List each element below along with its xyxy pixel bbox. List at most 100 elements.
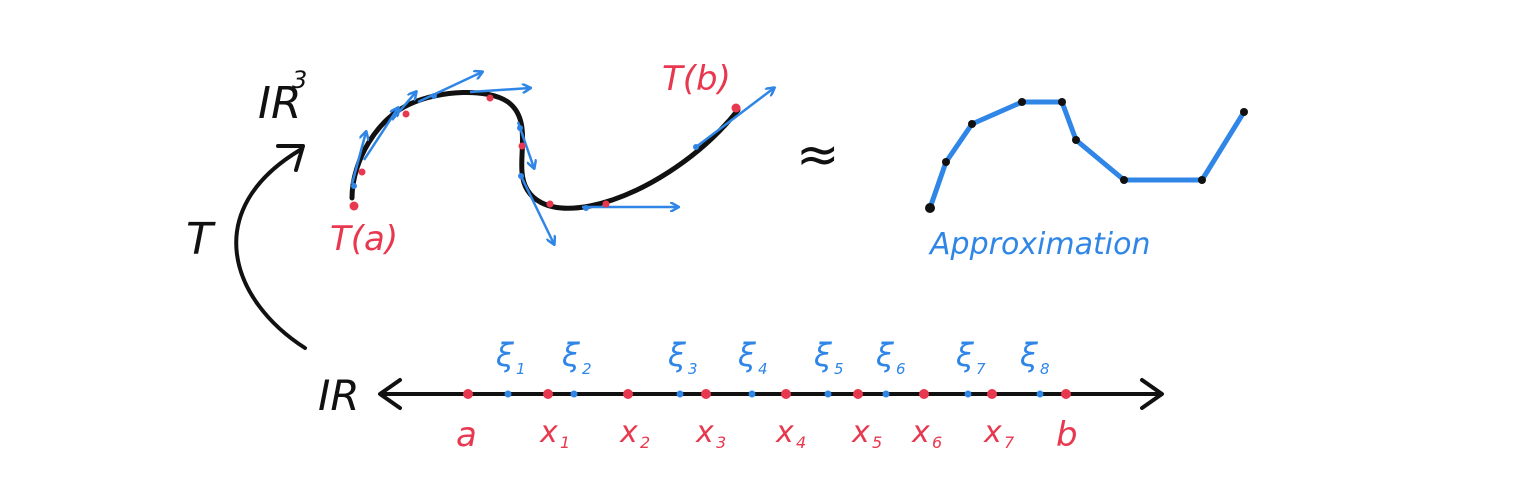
curve-point-start <box>349 201 359 211</box>
partition-label: x <box>775 415 794 450</box>
sample-subscript: 4 <box>758 360 768 378</box>
r3-exponent: 3 <box>292 66 307 94</box>
partition-point <box>623 389 633 399</box>
curve-point <box>602 200 610 208</box>
polyline-vertex <box>1058 98 1066 106</box>
curve-point <box>517 125 523 131</box>
tangent-vector <box>417 72 482 104</box>
partition-point <box>987 389 997 399</box>
partition-labels: a x 1 x 2 x 3 x 4 x 5 x 6 x 7 b <box>456 415 1078 455</box>
partition-label: a <box>456 415 477 455</box>
tangent-vector <box>391 92 416 121</box>
partition-label: x <box>539 415 558 450</box>
tangent-vector <box>695 88 774 148</box>
sample-label: ξ <box>875 336 895 374</box>
curve-point <box>518 173 524 179</box>
sample-labels: ξ 1 ξ 2 ξ 3 ξ 4 ξ 5 ξ 6 ξ 7 ξ 8 <box>495 336 1050 378</box>
partition-subscript: 1 <box>560 433 570 452</box>
sample-point <box>824 390 832 398</box>
r3-label: IR <box>258 78 302 129</box>
sample-subscript: 7 <box>976 360 986 378</box>
tangent-vector <box>519 175 554 244</box>
sample-label: ξ <box>495 336 515 374</box>
curve-point <box>693 144 699 150</box>
sample-subscript: 1 <box>516 360 526 378</box>
partition-point <box>463 389 473 399</box>
sample-point <box>882 390 890 398</box>
partition-label: x <box>619 415 638 450</box>
partition-subscript: 2 <box>640 433 650 452</box>
partition-point <box>1061 389 1071 399</box>
sample-label: ξ <box>813 336 833 374</box>
curve-blue-points <box>351 93 699 211</box>
partition-point <box>919 389 929 399</box>
partition-label: x <box>695 415 714 450</box>
sample-point <box>1036 390 1044 398</box>
sample-point <box>748 390 756 398</box>
sample-point <box>570 390 578 398</box>
approx-symbol: ≈ <box>796 125 840 185</box>
sample-point <box>964 390 972 398</box>
partition-points <box>463 389 1071 399</box>
curve-point <box>431 93 437 99</box>
partition-label: b <box>1056 415 1078 455</box>
sample-label: ξ <box>667 336 687 374</box>
sample-subscript: 3 <box>688 360 698 378</box>
curve-point <box>583 205 589 211</box>
sample-point <box>676 390 684 398</box>
polyline-vertex <box>1240 108 1248 116</box>
partition-label: x <box>911 415 930 450</box>
curve-point <box>358 168 366 176</box>
partition-point <box>701 389 711 399</box>
curve-point <box>518 142 526 150</box>
polyline-vertex <box>1018 98 1026 106</box>
partition-point <box>853 389 863 399</box>
partition-label: x <box>851 415 870 450</box>
partition-point <box>781 389 791 399</box>
real-line-right-arrowhead <box>1140 378 1164 410</box>
curve-red-points <box>349 94 741 211</box>
polyline-vertex <box>925 203 935 213</box>
real-line-left-arrowhead <box>378 378 402 410</box>
curve-path <box>349 89 741 211</box>
map-arrow-head <box>276 144 305 172</box>
polyline-vertex <box>1120 176 1128 184</box>
partition-subscript: 3 <box>716 433 726 452</box>
partition-subscript: 7 <box>1004 433 1015 452</box>
curve-end-label: T(b) <box>662 59 731 99</box>
curve-point <box>546 200 554 208</box>
approximation-vertices <box>925 98 1248 213</box>
approximation-polyline <box>927 99 1247 211</box>
sample-label: ξ <box>1019 336 1039 374</box>
sample-subscript: 6 <box>896 360 906 378</box>
sample-subscript: 2 <box>582 360 592 378</box>
domain-label: IR <box>318 371 360 420</box>
partition-subscript: 6 <box>932 433 942 452</box>
partition-subscript: 4 <box>796 433 806 452</box>
curve-point <box>351 183 357 189</box>
partition-point <box>543 389 553 399</box>
sample-label: ξ <box>561 336 581 374</box>
approximation-label: Approximation <box>928 227 1150 262</box>
curve-point <box>402 110 410 118</box>
sample-points <box>504 390 1044 398</box>
sample-label: ξ <box>737 336 757 374</box>
partition-subscript: 5 <box>872 433 882 452</box>
map-label: T <box>186 214 216 265</box>
polyline-vertex <box>942 158 950 166</box>
partition-label: x <box>983 415 1002 450</box>
polyline-vertex <box>968 120 976 128</box>
tangent-vectors <box>350 72 774 244</box>
sample-subscript: 8 <box>1040 360 1050 378</box>
polyline-vertex <box>1198 176 1206 184</box>
polyline-vertex <box>1072 136 1080 144</box>
sample-point <box>504 390 512 398</box>
curve-start-label: T(a) <box>330 219 398 259</box>
sample-subscript: 5 <box>834 360 844 378</box>
curve-point-end <box>731 103 741 113</box>
curve-point <box>486 94 494 102</box>
tangent-vector <box>350 132 366 185</box>
tangent-vector <box>362 108 398 161</box>
